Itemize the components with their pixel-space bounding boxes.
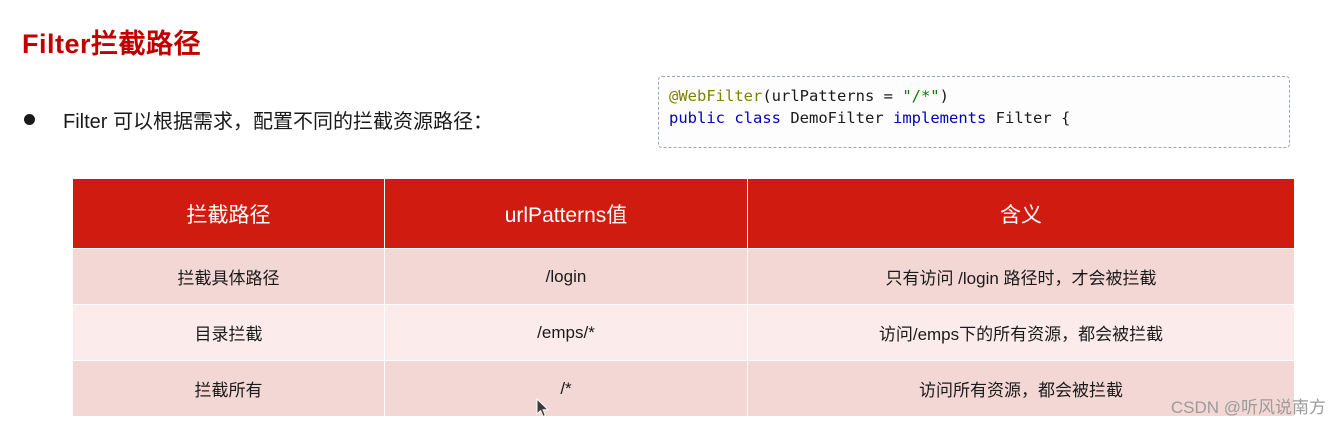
code-keyword-class: class xyxy=(734,109,782,128)
table-header-cell-meaning: 含义 xyxy=(747,178,1295,249)
table-cell-urlpattern: /emps/* xyxy=(384,304,748,361)
bullet-item: Filter 可以根据需求，配置不同的拦截资源路径： xyxy=(24,105,493,134)
table-cell-meaning: 只有访问 /login 路径时，才会被拦截 xyxy=(747,248,1295,305)
code-keyword-implements: implements xyxy=(893,109,987,128)
code-line1-close: ) xyxy=(939,87,949,105)
bullet-dot-icon xyxy=(24,114,35,125)
bullet-label: Filter 可以根据需求，配置不同的拦截资源路径： xyxy=(63,111,493,133)
code-line-2: public class DemoFilter implements Filte… xyxy=(669,107,1279,129)
table-header-cell-path: 拦截路径 xyxy=(72,178,385,249)
table-head: 拦截路径 urlPatterns值 含义 xyxy=(72,178,1295,249)
table-cell-urlpattern: /login xyxy=(384,248,748,305)
code-line1-open: (urlPatterns = xyxy=(762,87,903,105)
code-snippet-box: @WebFilter(urlPatterns = "/*") public cl… xyxy=(658,76,1290,148)
table-cell-path: 目录拦截 xyxy=(72,304,385,361)
code-annotation: @WebFilter xyxy=(669,87,763,105)
table-body: 拦截具体路径 /login 只有访问 /login 路径时，才会被拦截 目录拦截… xyxy=(72,248,1295,417)
table-cell-path: 拦截具体路径 xyxy=(72,248,385,305)
table-row: 目录拦截 /emps/* 访问/emps下的所有资源，都会被拦截 xyxy=(72,304,1295,361)
table-row: 拦截所有 /* 访问所有资源，都会被拦截 xyxy=(72,360,1295,417)
code-line1-string: "/*" xyxy=(902,87,940,105)
table-header-cell-urlpatterns: urlPatterns值 xyxy=(384,178,748,249)
table-header-row: 拦截路径 urlPatterns值 含义 xyxy=(72,178,1295,249)
code-space-1 xyxy=(725,109,734,127)
code-keyword-public: public xyxy=(669,109,725,128)
watermark-label: CSDN @听风说南方 xyxy=(1170,398,1326,417)
table-cell-meaning: 访问所有资源，都会被拦截 xyxy=(747,360,1295,417)
table-cell-urlpattern: /* xyxy=(384,360,748,417)
intercept-path-table: 拦截路径 urlPatterns值 含义 拦截具体路径 /login 只有访问 … xyxy=(72,178,1295,417)
code-class-name: DemoFilter xyxy=(781,109,893,128)
table-row: 拦截具体路径 /login 只有访问 /login 路径时，才会被拦截 xyxy=(72,248,1295,305)
table-cell-meaning: 访问/emps下的所有资源，都会被拦截 xyxy=(747,304,1295,361)
code-line-1: @WebFilter(urlPatterns = "/*") xyxy=(669,85,1279,107)
code-line2-rest: Filter { xyxy=(986,109,1071,128)
page-title: Filter拦截路径 xyxy=(22,29,202,59)
table-cell-path: 拦截所有 xyxy=(72,360,385,417)
